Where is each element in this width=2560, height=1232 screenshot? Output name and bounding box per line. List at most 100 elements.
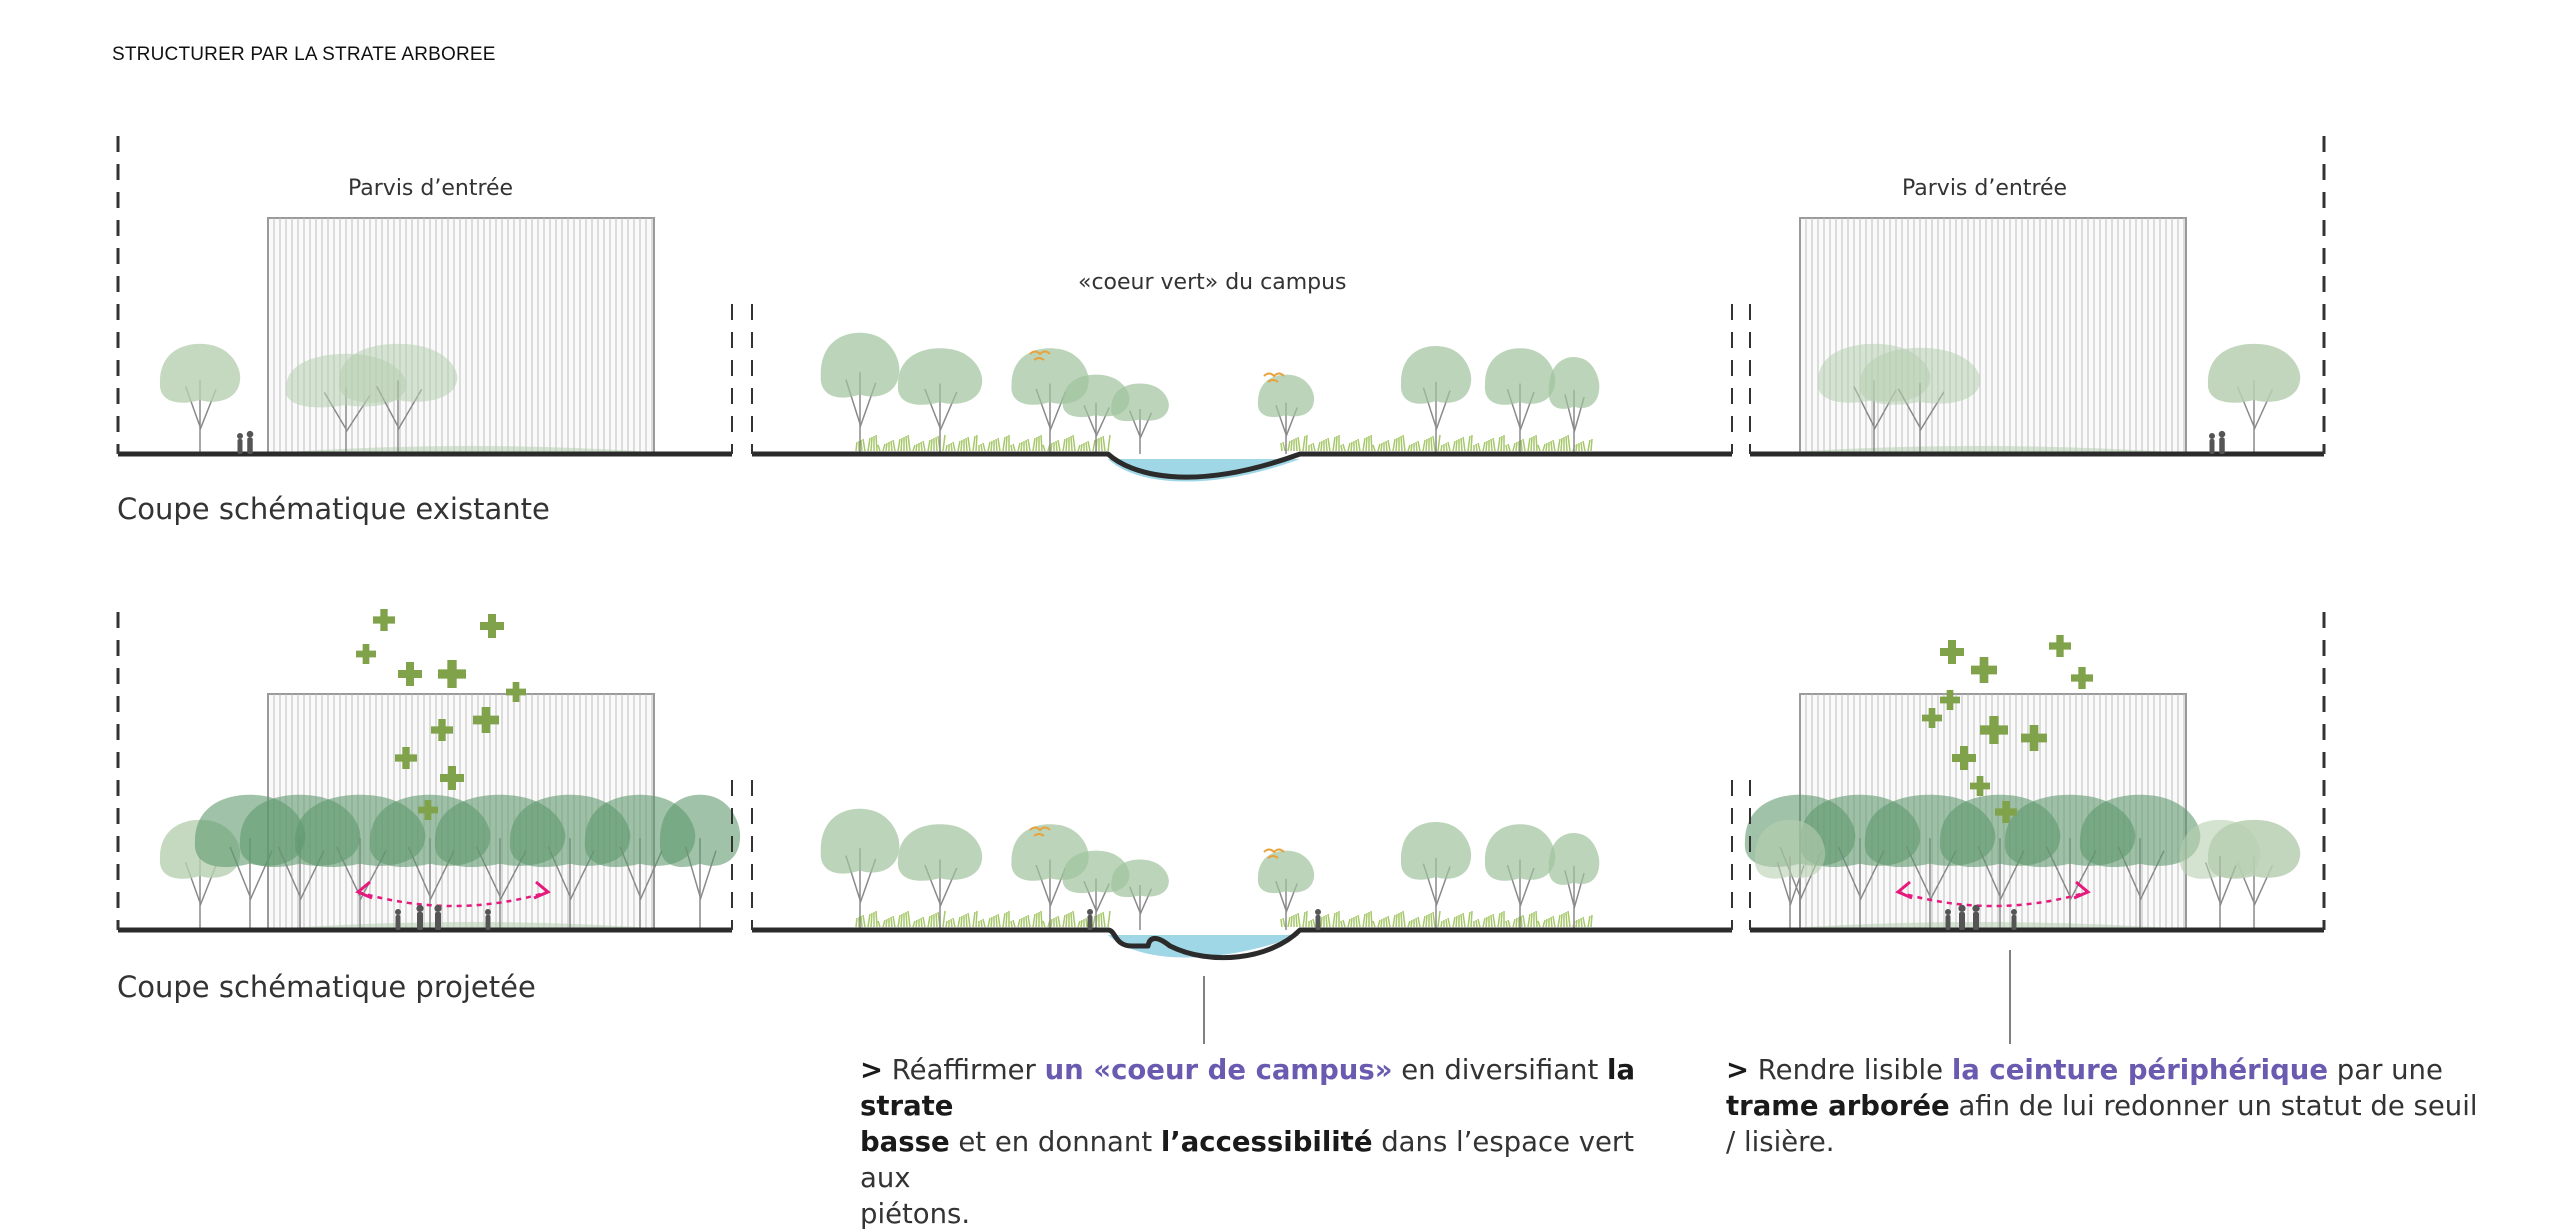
pedestrian-flow-arrow [355, 880, 551, 908]
building-facade [267, 217, 655, 455]
tree-canopy [159, 343, 241, 403]
bird-icon [1263, 848, 1285, 859]
pedestrian-body [435, 912, 441, 930]
building-outline [267, 217, 655, 455]
green-heart-label: «coeur vert» du campus [1078, 270, 1347, 295]
tree [1111, 383, 1169, 454]
building-facade [1799, 217, 2187, 455]
tree [1257, 850, 1315, 930]
tree [897, 348, 983, 454]
tree-canopy [2079, 794, 2201, 868]
tree [159, 343, 241, 454]
plus-icon [1995, 801, 2018, 823]
note-bold: la strate [860, 1054, 1635, 1122]
tree-canopy [1484, 824, 1556, 881]
flow-arrowhead-left [355, 880, 373, 900]
pedestrian [1945, 909, 1951, 930]
note-text: et en donnant [949, 1126, 1161, 1158]
note-center-line-2: basse et en donnant l’accessibilité dans… [860, 1124, 1690, 1196]
tree-canopy [1548, 833, 1600, 885]
note-bold: trame arborée [1726, 1090, 1950, 1122]
tree-canopy [2179, 819, 2261, 879]
tree [1257, 374, 1315, 454]
tree-canopy [1257, 850, 1315, 894]
tree [1484, 348, 1556, 454]
tree [659, 794, 741, 930]
tree-canopy [338, 343, 458, 403]
building-facade-lines [1805, 218, 2185, 454]
note-text: piétons. [860, 1198, 971, 1230]
tree [2207, 343, 2301, 454]
note-bold: l’accessibilité [1160, 1126, 1373, 1158]
pedestrian-body [2011, 915, 2017, 930]
tree [2079, 794, 2201, 930]
tree-canopy [2207, 343, 2301, 403]
pedestrian-head [395, 909, 401, 915]
pedestrian [2011, 909, 2017, 930]
note-right: > Rendre lisible la ceinture périphériqu… [1726, 1052, 2546, 1160]
ground-line [752, 927, 1732, 961]
tree-canopy [897, 348, 983, 405]
pedestrian-head [2011, 909, 2017, 915]
grass [1280, 434, 1593, 452]
pedestrian-head [485, 909, 491, 915]
pedestrian-body [485, 915, 491, 930]
ground-line [752, 451, 1732, 480]
tree [820, 808, 900, 930]
pedestrian-head [416, 904, 424, 913]
flow-arrowhead-left [1895, 880, 1913, 900]
plus-icon [2049, 635, 2071, 657]
note-text: par une [2328, 1054, 2443, 1086]
plus-icon [373, 609, 396, 631]
pedestrian [237, 433, 243, 454]
note-highlight: un «coeur de campus» [1044, 1054, 1393, 1086]
tree-canopy [1400, 822, 1472, 880]
grass [855, 434, 1111, 452]
pedestrian-body [395, 915, 401, 930]
note-right-line-3: / lisière. [1726, 1124, 2546, 1160]
plus-icon [2071, 667, 2093, 689]
pedestrian-flow-arrow [1895, 880, 2091, 908]
plus-icon [1940, 640, 1964, 664]
tree [1548, 833, 1600, 930]
note-right-line-1: > Rendre lisible la ceinture périphériqu… [1726, 1052, 2546, 1088]
building-facade-lines [273, 218, 653, 454]
tree [1754, 819, 1826, 930]
flow-dashed-curve [357, 890, 549, 908]
tree-canopy [1484, 348, 1556, 405]
tree [820, 332, 900, 454]
tree-canopy [1548, 357, 1600, 409]
note-text: Rendre lisible [1749, 1054, 1952, 1086]
pedestrian-head [237, 433, 243, 439]
tree-canopy [1257, 374, 1315, 418]
note-bold: basse [860, 1126, 950, 1158]
note-arrow: > [1726, 1054, 1750, 1086]
building-outline [1799, 217, 2187, 455]
note-right-line-2: trame arborée afin de lui redonner un st… [1726, 1088, 2546, 1124]
note-highlight: la ceinture périphérique [1951, 1054, 2329, 1086]
plus-icon [506, 682, 527, 703]
foreground-layer [116, 136, 2326, 1044]
pedestrian [1958, 904, 1966, 930]
pedestrian-body [247, 437, 253, 454]
plus-icon [440, 766, 464, 790]
pedestrian [1087, 909, 1093, 930]
tree [1400, 822, 1472, 930]
tree-canopy [820, 808, 900, 874]
pedestrian-head [1087, 909, 1093, 915]
tree [1548, 357, 1600, 454]
tree-canopy [1400, 346, 1472, 404]
pedestrian-head [1972, 904, 1980, 913]
pedestrian [395, 909, 401, 930]
plus-icon [1971, 657, 1997, 684]
bird-icon [1029, 350, 1051, 361]
plus-icon [1952, 746, 1976, 770]
pedestrian-head [2209, 433, 2215, 439]
tree-canopy [1754, 819, 1826, 879]
pedestrian-body [2219, 437, 2225, 454]
entrance-label-right: Parvis d’entrée [1902, 176, 2068, 201]
tree-canopy [1111, 383, 1169, 422]
pedestrian [1972, 904, 1980, 930]
plus-icon [1980, 716, 2009, 744]
